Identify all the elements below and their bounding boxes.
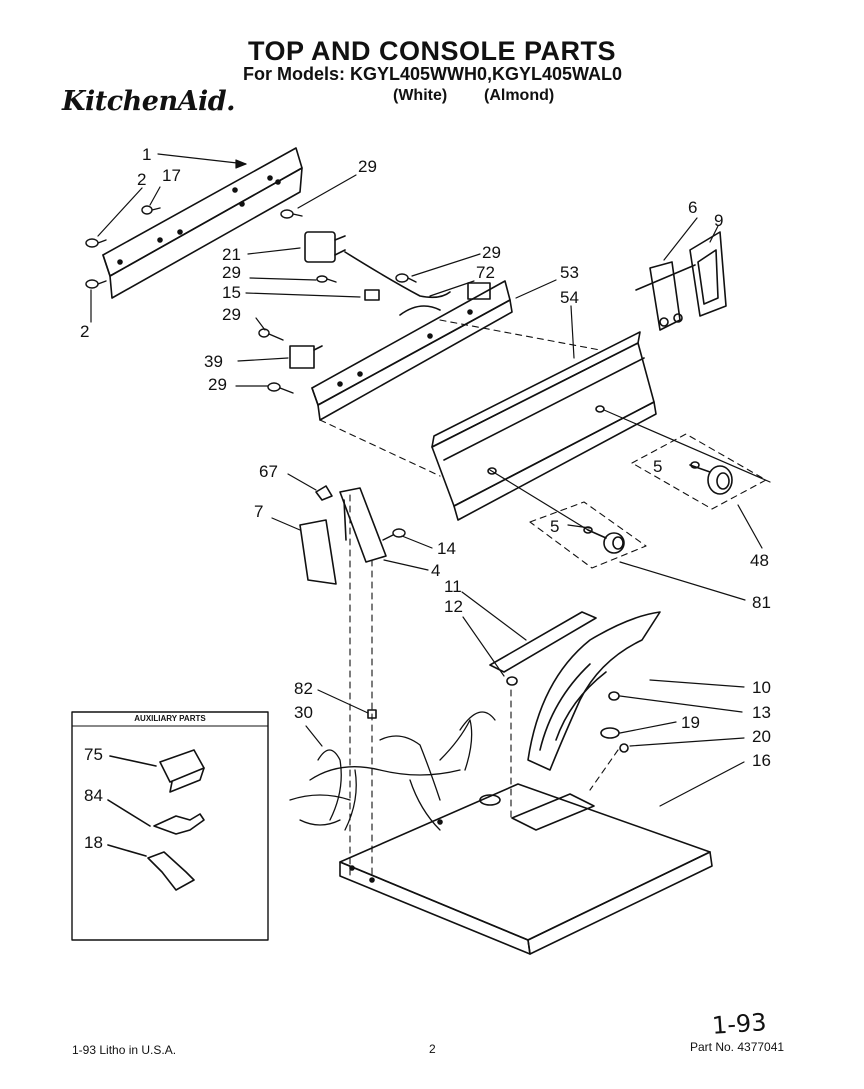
exhaust-duct	[527, 611, 661, 771]
knob-48	[689, 464, 733, 495]
aux-part-75	[159, 749, 205, 783]
callout-81: 81	[752, 593, 771, 612]
set-screw-a	[690, 461, 700, 469]
leader-lines	[90, 153, 771, 807]
callout-1: 1	[142, 145, 152, 164]
callout-6: 6	[688, 198, 698, 217]
callout-20: 20	[752, 727, 771, 746]
callout-48: 48	[750, 551, 769, 570]
aux-part-84	[153, 813, 205, 835]
lint-screen-panel	[489, 611, 597, 673]
aux-part-18	[147, 851, 195, 891]
callout-17: 17	[162, 166, 181, 185]
callout-10: 10	[752, 678, 771, 697]
door-switch-assembly	[635, 261, 696, 331]
callout-16: 16	[752, 751, 771, 770]
callout-29-top: 29	[358, 157, 377, 176]
clip-82	[367, 709, 377, 719]
washer-19	[600, 727, 620, 739]
callout-29-lower: 29	[222, 305, 241, 324]
screw-20	[619, 743, 629, 753]
callout-9: 9	[714, 211, 724, 230]
callout-7: 7	[254, 502, 264, 521]
control-panel-plate	[102, 147, 303, 299]
callout-12: 12	[444, 597, 463, 616]
callout-29-mid: 29	[222, 263, 241, 282]
start-switch	[289, 345, 323, 369]
callout-11: 11	[444, 577, 462, 596]
clip	[364, 289, 380, 301]
callout-29-bottom: 29	[208, 375, 227, 394]
bracket-4	[339, 487, 387, 563]
page-title: TOP AND CONSOLE PARTS	[247, 36, 617, 66]
auxiliary-parts-box	[71, 711, 269, 941]
console-bracket	[311, 280, 513, 421]
auxiliary-parts-title: AUXILIARY PARTS	[134, 714, 206, 723]
callout-13: 13	[752, 703, 771, 722]
footer-page-number: 2	[429, 1042, 436, 1056]
timer-switch	[304, 231, 346, 263]
harness-wire	[344, 251, 451, 316]
callout-18: 18	[84, 833, 103, 852]
callout-21: 21	[222, 245, 241, 264]
switch-cover	[689, 231, 727, 317]
callout-19: 19	[681, 713, 700, 732]
callout-15: 15	[222, 283, 241, 302]
cover-7	[299, 519, 337, 585]
handwritten-date: 1-93	[711, 1008, 768, 1040]
callout-53: 53	[560, 263, 579, 282]
assembly-lines	[319, 319, 767, 881]
callout-29-right: 29	[482, 243, 501, 262]
callout-14: 14	[437, 539, 456, 558]
screw-13	[608, 691, 620, 701]
callout-39: 39	[204, 352, 223, 371]
callout-4: 4	[431, 561, 441, 580]
callout-2-lower: 2	[80, 322, 90, 341]
wire-harness-30	[289, 711, 496, 831]
top-panel	[339, 783, 713, 955]
footer-litho: 1-93 Litho in U.S.A.	[72, 1043, 177, 1057]
color-white-label: (White)	[393, 87, 448, 104]
callout-5-lower: 5	[550, 517, 560, 536]
callout-2-upper: 2	[137, 170, 147, 189]
callout-54: 54	[560, 288, 579, 307]
clip-67	[315, 485, 333, 501]
brand-logo: KitchenAid.	[62, 86, 236, 117]
models-line: For Models: KGYL405WWH0,KGYL405WAL0	[243, 64, 623, 84]
callout-82: 82	[294, 679, 313, 698]
callout-72: 72	[476, 263, 495, 282]
screw-12	[506, 676, 518, 686]
screws	[85, 205, 417, 541]
callout-30: 30	[294, 703, 313, 722]
callout-75: 75	[84, 745, 103, 764]
set-screw-b	[583, 526, 593, 534]
console-panel	[431, 331, 657, 521]
knob-81	[587, 529, 625, 554]
callout-5-upper: 5	[653, 457, 663, 476]
callout-67: 67	[259, 462, 278, 481]
color-almond-label: (Almond)	[484, 87, 555, 104]
footer-part-number: Part No. 4377041	[690, 1040, 785, 1054]
callout-84: 84	[84, 786, 103, 805]
